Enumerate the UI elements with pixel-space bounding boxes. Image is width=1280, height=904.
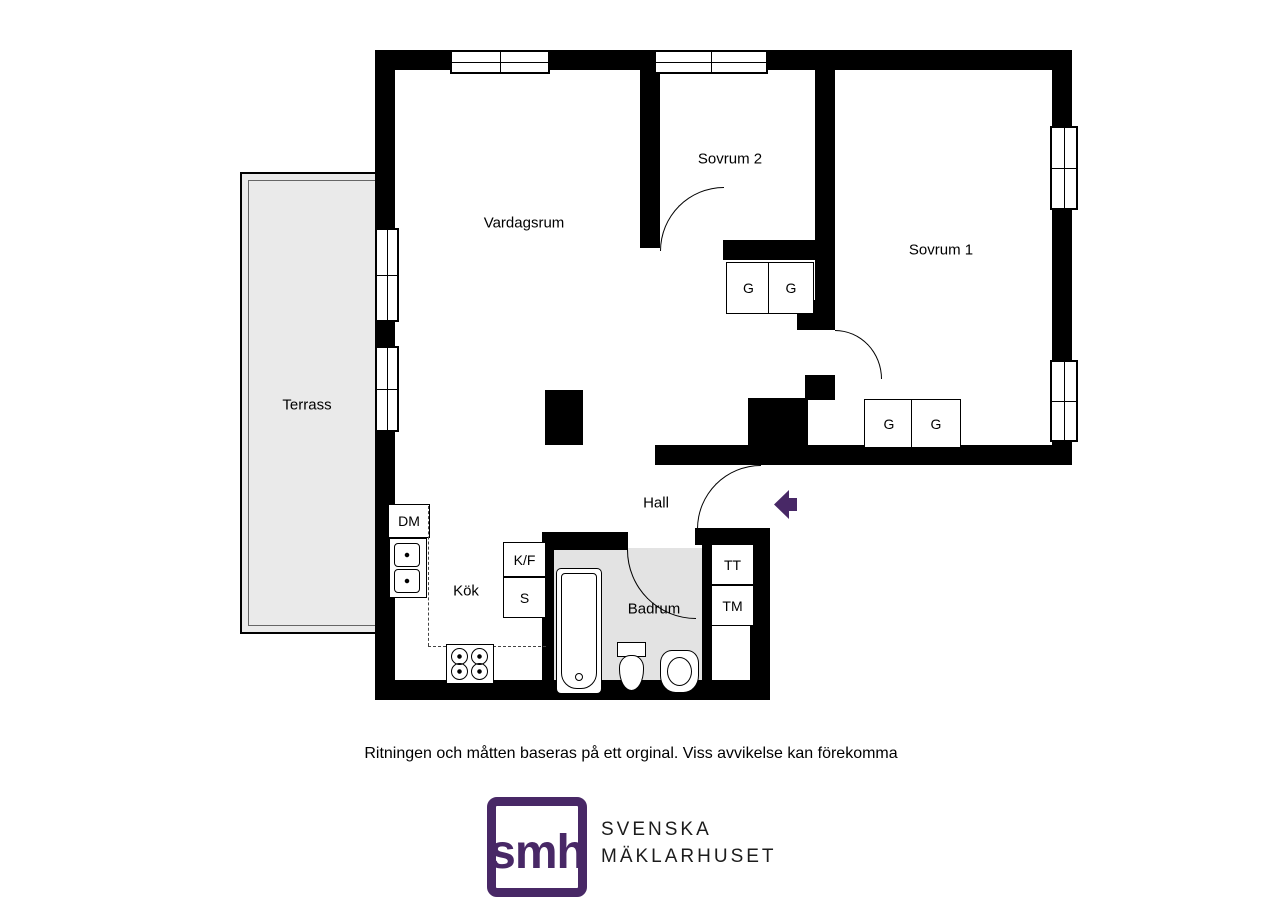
- wardrobe-box: G: [768, 262, 814, 314]
- entrance-arrow-icon: [774, 488, 798, 521]
- washbasin-inner: [667, 657, 692, 686]
- logo-name: SVENSKA MÄKLARHUSET: [601, 819, 777, 868]
- drain-icon: [575, 673, 583, 681]
- wall-bath-top: [542, 532, 628, 550]
- window: [450, 50, 550, 74]
- wardrobe-box: G: [864, 399, 914, 448]
- logo-name-line1: SVENSKA: [601, 819, 712, 840]
- logo: smh SVENSKA MÄKLARHUSET: [487, 797, 787, 897]
- wall-sovrum1-bottom: [808, 445, 1072, 465]
- disclaimer-text: Ritningen och måtten baseras på ett orgi…: [364, 745, 898, 762]
- wall-left-lower: [375, 428, 395, 700]
- toilet-bowl: [619, 655, 644, 691]
- fridge-freezer-box: K/F: [503, 542, 546, 577]
- dryer-box: TT: [711, 544, 754, 585]
- wall-vardagsrum-sovrum2: [640, 70, 660, 248]
- stove: [446, 644, 494, 684]
- room-label-kok: Kök: [453, 582, 479, 600]
- window: [1050, 126, 1078, 210]
- wall-above-laundry: [695, 528, 770, 545]
- wall-hall-top: [655, 445, 755, 465]
- logo-monogram: smh: [489, 825, 586, 879]
- toilet: [616, 642, 646, 692]
- door-swing-arc-entrance: [697, 465, 761, 529]
- door-swing-arc-sovrum1: [835, 330, 882, 379]
- terrace-area: [240, 172, 384, 634]
- wall-entry-step: [805, 375, 835, 400]
- kitchen-sink: [389, 538, 427, 598]
- wall-hall-right: [750, 528, 770, 700]
- door-swing-arc-sovrum2: [660, 187, 724, 251]
- counter-dashed-line: [428, 506, 429, 646]
- room-label-sovrum2: Sovrum 2: [697, 150, 763, 168]
- wall-sovrum2-bottom: [723, 240, 818, 260]
- wall-entry-block: [748, 398, 808, 465]
- room-label-vardagsrum: Vardagsrum: [483, 214, 565, 232]
- room-label-hall: Hall: [643, 494, 669, 512]
- window: [654, 50, 768, 74]
- bathtub: [556, 568, 602, 694]
- burner-icon: [471, 663, 488, 680]
- pantry-box: S: [503, 577, 546, 618]
- window: [375, 346, 399, 432]
- wall-right-a: [1052, 50, 1072, 128]
- wall-sovrum2-sovrum1: [815, 70, 835, 330]
- sink-bowl: [394, 543, 420, 567]
- sink-bowl: [394, 569, 420, 593]
- wall-left-mid: [375, 318, 395, 346]
- room-label-sovrum1: Sovrum 1: [908, 241, 974, 259]
- wardrobe-box: G: [726, 262, 771, 314]
- window: [1050, 360, 1078, 442]
- room-label-badrum: Badrum: [627, 600, 681, 618]
- wall-left-upper: [375, 50, 395, 228]
- room-label-terrass: Terrass: [282, 396, 332, 414]
- wall-right-b: [1052, 205, 1072, 362]
- dishwasher-box: DM: [388, 504, 430, 538]
- bathtub-inner: [561, 573, 597, 689]
- washbasin: [660, 650, 699, 693]
- logo-smh-frame: [487, 797, 587, 897]
- burner-icon: [451, 663, 468, 680]
- terrace-door: [375, 228, 399, 322]
- logo-name-line2: MÄKLARHUSET: [601, 846, 777, 867]
- wall-bath-laundry-divider: [702, 545, 712, 682]
- pillar: [545, 390, 583, 445]
- wardrobe-box: G: [911, 399, 961, 448]
- washer-box: TM: [711, 585, 754, 626]
